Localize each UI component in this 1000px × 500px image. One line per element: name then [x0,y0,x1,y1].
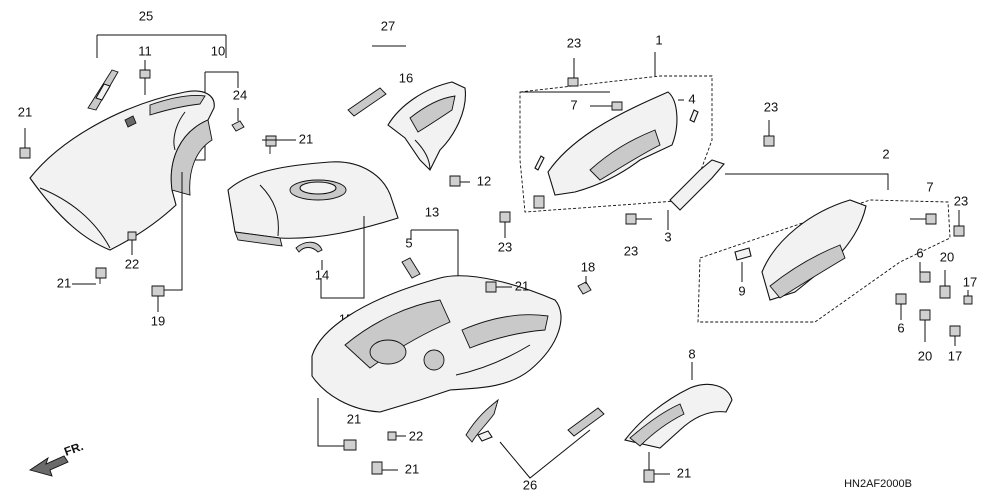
callout-11: 11 [138,43,152,58]
tank-cover-group: 27 16 21 12 14 15 [227,18,491,326]
callout-23-top: 23 [567,35,581,50]
callout-17-lower: 17 [948,348,962,363]
callout-9: 9 [738,283,745,298]
callout-7-upper: 7 [570,97,577,112]
callout-4: 4 [688,91,695,106]
callout-27: 27 [381,18,395,33]
callout-16: 16 [399,70,413,85]
callout-3: 3 [664,229,671,244]
part-8-group: 8 21 [624,346,733,483]
callout-18: 18 [581,259,595,274]
callout-26: 26 [523,477,537,492]
callout-7-lower: 7 [926,179,933,194]
callout-21-tank: 21 [299,131,313,146]
callout-17-upper: 17 [963,274,977,289]
front-direction-arrow: FR. [28,439,85,477]
callout-21-side: 21 [515,278,529,293]
inner-cover-1-group: 23 1 7 4 23 23 3 23 [498,32,778,258]
callout-6-upper: 6 [916,245,923,260]
callout-22-side: 22 [409,428,423,443]
callout-2: 2 [882,146,889,161]
callout-12: 12 [477,173,491,188]
callout-21-left-bottom: 21 [57,275,71,290]
direction-label: FR. [62,439,85,459]
callout-23-right-lower: 23 [954,193,968,208]
callout-25: 25 [139,8,153,23]
callout-20-lower: 20 [918,348,932,363]
callout-23-right-upper: 23 [764,99,778,114]
callout-19: 19 [151,313,165,328]
callout-21-side-bottom: 21 [405,461,419,476]
callout-24: 24 [233,87,247,102]
diagram-code: HN2AF2000B [844,478,912,490]
callout-22-left: 22 [125,256,139,271]
callout-8: 8 [688,346,695,361]
callout-13: 13 [425,204,439,219]
callout-23-lower-mid: 23 [624,243,638,258]
callout-1: 1 [655,32,662,47]
callout-23-lower-left: 23 [498,239,512,254]
callout-10: 10 [211,43,225,58]
callout-20-upper: 20 [940,249,954,264]
callout-14: 14 [315,267,329,282]
callout-6-lower: 6 [897,320,904,335]
left-front-cowl-group: 25 11 10 24 21 22 21 19 [18,8,247,328]
side-cowl-group: 13 5 21 18 21 22 21 26 [311,204,605,492]
inner-cover-2-group: 2 7 23 6 20 17 9 6 20 17 [697,146,977,363]
callout-21-side-lower: 21 [347,411,361,426]
callout-21-part8: 21 [677,465,691,480]
callout-21-left-top: 21 [18,104,32,119]
callout-5: 5 [405,235,412,250]
